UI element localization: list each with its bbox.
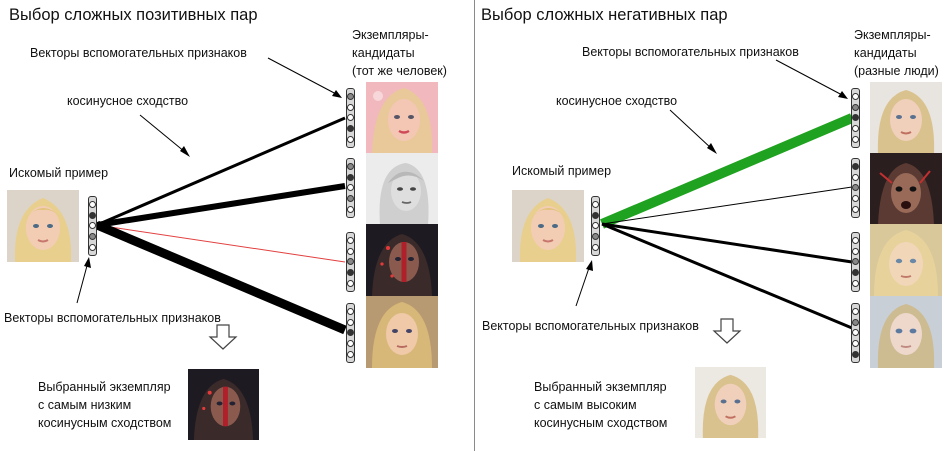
portrait-warm-icon: [366, 296, 438, 368]
edge-candidate-2: [96, 183, 346, 228]
query-label: Искомый пример: [9, 166, 109, 180]
portrait-dark-icon: [870, 153, 942, 225]
pointer-arrow-bottom: [575, 264, 591, 307]
pointer-arrow-top: [267, 57, 339, 96]
portrait-blonde-icon: [7, 190, 79, 262]
edge-candidate-1: [600, 113, 854, 229]
portrait-blonde-icon: [512, 190, 584, 262]
query-photo: [7, 190, 79, 262]
portrait-cool-icon: [870, 296, 942, 368]
cosine-label: косинусное сходство: [556, 94, 678, 108]
edge-candidate-3: [96, 224, 346, 263]
candidates-label: Экземпляры- кандидаты (тот же человек): [352, 28, 447, 78]
candidate-4-photo: [366, 296, 438, 368]
aux-vectors-label-top: Векторы вспомогательных признаков: [30, 46, 247, 60]
candidate-3-vector: [851, 232, 860, 292]
candidate-4-vector: [851, 303, 860, 363]
portrait-pink-icon: [366, 82, 438, 154]
candidate-3-photo: [366, 224, 438, 296]
aux-vectors-label-bottom: Векторы вспомогательных признаков: [4, 311, 221, 325]
candidate-4-photo: [870, 296, 942, 368]
portrait-warm-icon: [870, 224, 942, 296]
pointer-arrow-cosine: [139, 114, 186, 153]
query-feature-vector: [88, 196, 97, 256]
candidates-label: Экземпляры- кандидаты (разные люди): [854, 28, 939, 78]
aux-vectors-label-top: Векторы вспомогательных признаков: [582, 45, 799, 59]
result-label: Выбранный экземпляр с самым низким косин…: [38, 380, 172, 430]
selected-photo: [695, 367, 766, 438]
candidate-2-vector: [346, 158, 355, 218]
selected-photo: [188, 369, 259, 440]
candidate-2-photo: [366, 153, 438, 225]
edge-candidate-1: [96, 116, 346, 227]
edge-candidate-4: [95, 220, 347, 335]
portrait-dark-red-icon: [188, 369, 259, 440]
down-arrow-icon: [712, 318, 742, 344]
portrait-light-icon: [695, 367, 766, 438]
pointer-arrow-bottom: [76, 261, 89, 304]
positive-pairs-panel: Выбор сложных позитивных пар Векторы всп…: [4, 6, 447, 440]
down-arrow-icon: [208, 324, 238, 350]
result-label: Выбранный экземпляр с самым высоким коси…: [534, 380, 668, 430]
candidate-3-photo: [870, 224, 942, 296]
candidate-1-vector: [346, 88, 355, 148]
candidate-2-photo: [870, 153, 942, 225]
candidate-4-vector: [346, 303, 355, 363]
cosine-label: косинусное сходство: [67, 94, 189, 108]
negative-pairs-panel: Выбор сложных негативных пар Векторы всп…: [476, 0, 948, 451]
query-label: Искомый пример: [512, 164, 612, 178]
candidate-1-photo: [366, 82, 438, 154]
aux-vectors-label-bottom: Векторы вспомогательных признаков: [482, 319, 699, 333]
edge-candidate-3: [601, 222, 853, 264]
edge-candidate-4: [601, 222, 853, 330]
panel-title: Выбор сложных позитивных пар: [9, 6, 258, 24]
candidate-2-vector: [851, 158, 860, 218]
candidate-3-vector: [346, 232, 355, 292]
panel-divider: [474, 0, 475, 451]
similarity-edges: [76, 57, 347, 335]
pointer-arrow-top: [775, 59, 845, 97]
portrait-bw-icon: [366, 153, 438, 225]
query-feature-vector: [591, 196, 600, 256]
panel-title: Выбор сложных негативных пар: [481, 6, 728, 24]
query-photo: [512, 190, 584, 262]
candidate-1-vector: [851, 88, 860, 148]
similarity-edges: [575, 59, 854, 330]
portrait-dark-red-icon: [366, 224, 438, 296]
pointer-arrow-cosine: [669, 109, 713, 150]
candidate-1-photo: [870, 82, 942, 154]
edge-candidate-2: [601, 186, 853, 225]
portrait-light-icon: [870, 82, 942, 154]
